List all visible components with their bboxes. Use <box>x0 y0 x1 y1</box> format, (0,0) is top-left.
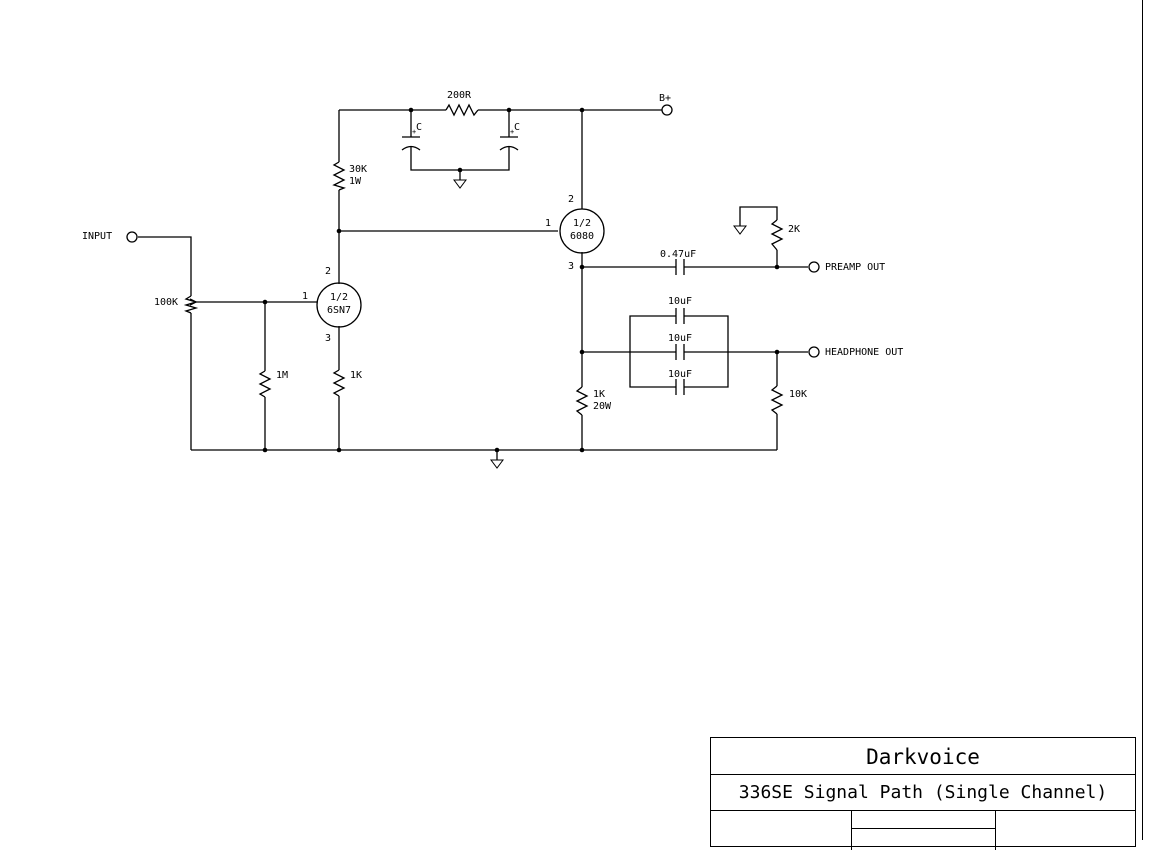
title-block: Darkvoice 336SE Signal Path (Single Chan… <box>710 737 1136 850</box>
tube-6sn7 <box>316 282 362 328</box>
preamp-out-label: PREAMP OUT <box>825 262 885 273</box>
capacitor-10uf-c-label: 10uF <box>668 369 692 380</box>
b-plus-port <box>661 104 673 116</box>
resistor-200r-label: 200R <box>447 90 472 101</box>
title-block-divider <box>995 810 996 850</box>
tube-6sn7-line2: 6SN7 <box>327 305 351 316</box>
b-plus-label: B+ <box>659 93 671 104</box>
junction-dots <box>262 107 780 453</box>
resistor-30k-label: 30K <box>349 164 367 175</box>
headphone-out-label: HEADPHONE OUT <box>825 347 903 358</box>
resistor-30k-power-label: 1W <box>349 176 362 187</box>
preamp-out-port <box>808 261 820 273</box>
capacitor-10uf-b-label: 10uF <box>668 333 692 344</box>
capacitor-c2 <box>499 136 519 151</box>
capacitor-c1 <box>401 136 421 151</box>
capacitor-c1-polarity: + <box>412 128 416 136</box>
resistor-200r <box>445 103 479 117</box>
resistor-10k <box>770 385 784 415</box>
capacitor-c2-polarity: + <box>510 128 514 136</box>
tube-6sn7-line1: 1/2 <box>330 292 348 303</box>
capacitor-047uf <box>675 259 685 275</box>
headphone-out-port <box>808 346 820 358</box>
tube-6080-pin-cathode: 3 <box>568 261 574 272</box>
tube-6080 <box>559 208 605 254</box>
capacitor-10uf-a <box>675 308 685 324</box>
pot-100k-label: 100K <box>154 297 178 308</box>
wires <box>138 109 808 460</box>
resistor-1k-load <box>575 386 589 416</box>
resistor-2k-label: 2K <box>788 224 800 235</box>
resistor-1k-cathode <box>332 369 346 397</box>
tube-6sn7-pin-cathode: 3 <box>325 333 331 344</box>
resistor-1k-load-label: 1K <box>593 389 605 400</box>
tube-6sn7-pin-plate: 2 <box>325 266 331 277</box>
ground-symbol-2k <box>733 225 747 235</box>
capacitor-10uf-a-label: 10uF <box>668 296 692 307</box>
resistor-2k <box>770 219 784 251</box>
resistor-10k-label: 10K <box>789 389 807 400</box>
resistor-1k-load-power-label: 20W <box>593 401 612 412</box>
input-port <box>126 231 138 243</box>
capacitor-047uf-label: 0.47uF <box>660 249 696 260</box>
capacitor-10uf-c <box>675 379 685 395</box>
ground-symbol-main <box>490 459 504 469</box>
input-label: INPUT <box>82 231 112 242</box>
capacitor-c2-label: C <box>514 122 520 133</box>
tube-6080-pin-grid: 1 <box>545 218 551 229</box>
title-block-divider <box>851 810 852 850</box>
resistor-1m-label: 1M <box>276 370 288 381</box>
title-block-title: 336SE Signal Path (Single Channel) <box>711 774 1135 811</box>
tube-6sn7-pin-grid: 1 <box>302 291 308 302</box>
resistor-1m <box>258 370 272 398</box>
sheet-border <box>1142 0 1143 840</box>
title-block-divider <box>851 828 995 829</box>
potentiometer-100k <box>183 295 199 314</box>
tube-6080-line1: 1/2 <box>573 218 591 229</box>
capacitor-c1-label: C <box>416 122 422 133</box>
tube-6080-pin-plate: 2 <box>568 194 574 205</box>
tube-6080-line2: 6080 <box>570 231 594 242</box>
title-block-company: Darkvoice <box>711 738 1135 775</box>
ground-symbol-filter <box>453 179 467 189</box>
resistor-30k <box>332 161 346 191</box>
capacitor-10uf-b <box>675 344 685 360</box>
resistor-1k-cathode-label: 1K <box>350 370 362 381</box>
